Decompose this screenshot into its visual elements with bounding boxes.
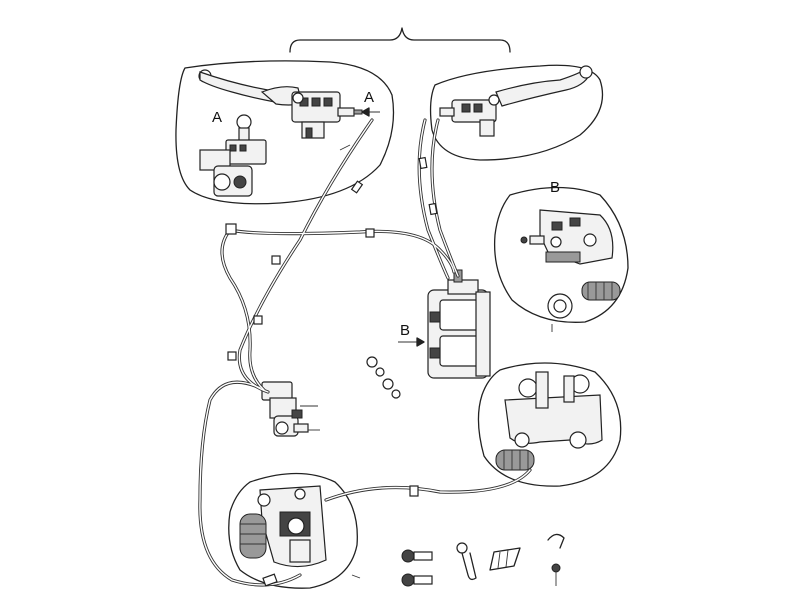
detail-a-assembly [199, 114, 267, 197]
p-clip-screw [547, 533, 565, 586]
bracket-dust-boot [495, 449, 535, 471]
hose-guide [456, 542, 477, 581]
left-master-cylinder [291, 91, 363, 139]
callout-b-inset: B [550, 179, 560, 196]
left-lever-inset: A A [175, 60, 395, 205]
top-brace [289, 27, 511, 53]
caliper-bracket [504, 371, 603, 449]
hose-clamp [489, 547, 521, 571]
lower-dust-boot [239, 513, 267, 559]
dust-boot [581, 281, 621, 301]
center-master-cylinder [261, 381, 320, 437]
right-lever-inset [429, 64, 604, 161]
brake-hoses [198, 118, 532, 587]
right-brake-lever [495, 65, 593, 107]
main-brake-caliper [427, 269, 491, 379]
caliper-detail [520, 209, 614, 265]
callout-a-left: A [212, 109, 222, 126]
banjo-bolts [401, 549, 433, 587]
left-brake-lever [198, 69, 303, 107]
lower-caliper [257, 485, 327, 568]
caliper-inset-b: B [493, 179, 629, 332]
bracket-inset [477, 362, 622, 487]
lower-caliper-inset [228, 472, 361, 589]
washers-fittings [366, 356, 401, 399]
callout-a-top: A [364, 89, 374, 106]
callout-b-caliper: B [400, 322, 410, 339]
right-master-cylinder [439, 94, 500, 137]
sleeve-ring [547, 293, 573, 319]
